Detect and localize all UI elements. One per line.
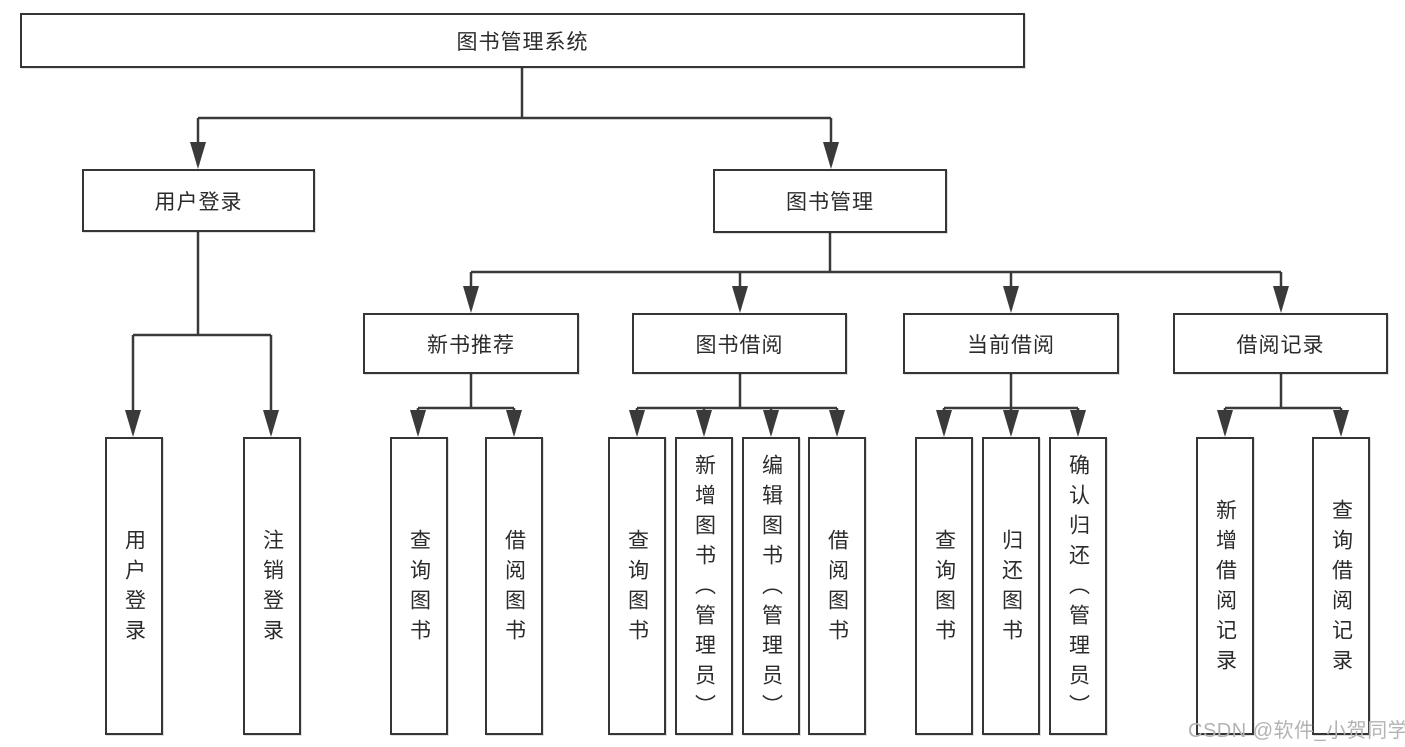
arrowhead — [1273, 286, 1289, 313]
arrowheads — [125, 142, 1349, 437]
leaf-borrow-books-recommend: 借阅图书 — [485, 437, 543, 735]
arrowhead — [1333, 410, 1349, 437]
connector-root-to-level2 — [196, 68, 833, 165]
node-user-login: 用户登录 — [82, 169, 315, 232]
watermark: CSDN @软件_小贺同学 — [1188, 720, 1405, 742]
node-library-management-system: 图书管理系统 — [20, 13, 1025, 68]
arrowhead — [829, 410, 845, 437]
arrowhead — [763, 410, 779, 437]
leaf-query-books-current: 查询图书 — [915, 437, 973, 735]
arrowhead — [1003, 410, 1019, 437]
arrowhead — [410, 410, 426, 437]
arrowhead — [936, 410, 952, 437]
connector-borrow-records-to-leaves — [1223, 374, 1343, 433]
leaf-logout: 注销登录 — [243, 437, 301, 735]
leaf-confirm-return-admin: 确认归还（管理员） — [1049, 437, 1107, 735]
connector-user-login-to-leaves — [131, 232, 273, 433]
leaf-borrow-books: 借阅图书 — [808, 437, 866, 735]
leaf-add-borrow-record: 新增借阅记录 — [1196, 437, 1254, 735]
leaf-query-books-recommend: 查询图书 — [390, 437, 448, 735]
arrowhead — [190, 142, 206, 169]
connector-new-book-to-leaves — [416, 374, 516, 433]
arrowhead — [1070, 410, 1086, 437]
arrowhead — [125, 410, 141, 437]
arrowhead — [1003, 286, 1019, 313]
arrowhead — [629, 410, 645, 437]
arrowhead — [463, 286, 479, 313]
node-book-management: 图书管理 — [713, 169, 947, 233]
leaf-edit-books-admin: 编辑图书（管理员） — [742, 437, 800, 735]
node-new-book-recommend: 新书推荐 — [363, 313, 579, 374]
arrowhead — [696, 410, 712, 437]
leaf-add-books-admin: 新增图书（管理员） — [675, 437, 733, 735]
arrowhead — [506, 410, 522, 437]
leaf-query-borrow-record: 查询借阅记录 — [1312, 437, 1370, 735]
node-current-borrow: 当前借阅 — [903, 313, 1119, 374]
connector-book-borrow-to-leaves — [635, 374, 839, 433]
arrowhead — [263, 410, 279, 437]
node-book-borrow: 图书借阅 — [632, 313, 847, 374]
leaf-user-login: 用户登录 — [105, 437, 163, 735]
leaf-return-books: 归还图书 — [982, 437, 1040, 735]
node-borrow-records: 借阅记录 — [1173, 313, 1388, 374]
connector-book-management-to-level3 — [469, 233, 1283, 309]
arrowhead — [823, 142, 839, 169]
arrowhead — [732, 286, 748, 313]
leaf-query-books-borrow: 查询图书 — [608, 437, 666, 735]
arrowhead — [1217, 410, 1233, 437]
